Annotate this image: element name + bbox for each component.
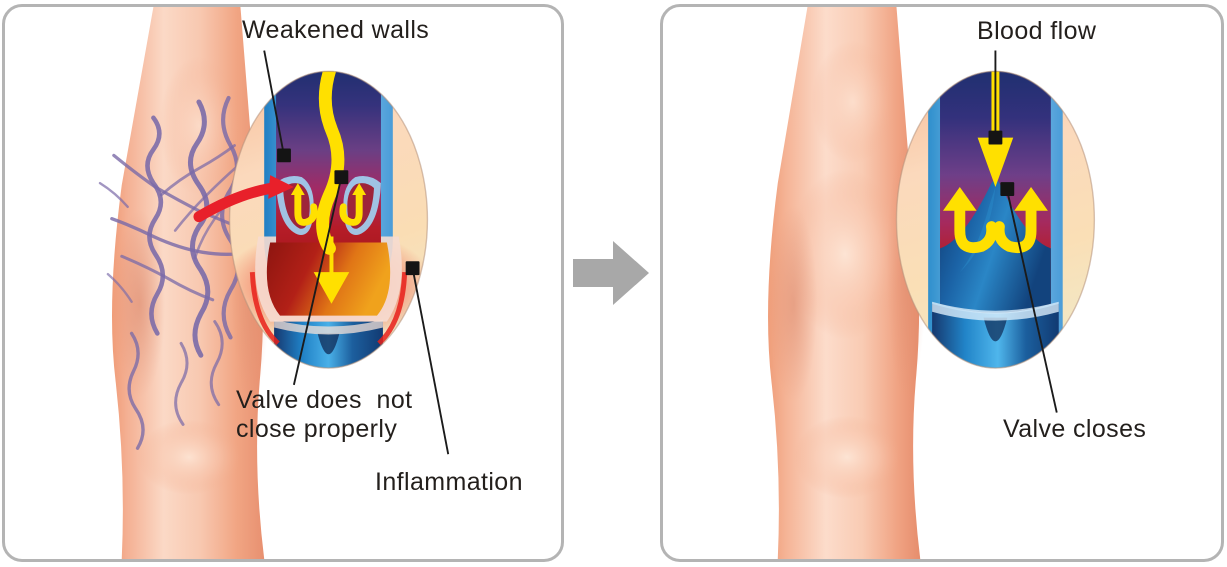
progression-arrow-icon	[573, 241, 649, 305]
diseased-leg-artwork	[98, 7, 450, 559]
label-line-2: close properly	[236, 415, 398, 444]
callout-leaders	[994, 50, 1058, 413]
label-inflammation: Inflammation	[375, 468, 523, 496]
healthy-valve-inset	[895, 70, 1096, 369]
callout-leaders	[263, 50, 450, 455]
closed-valve	[940, 180, 1051, 313]
progression-arrow-layer	[565, 215, 665, 335]
label-valve-closes: Valve closes	[1003, 415, 1147, 443]
label-line-1: Valve does not	[236, 386, 413, 414]
healthy-leg	[768, 7, 927, 559]
healthy-leg-artwork	[768, 7, 1096, 559]
label-weakened-walls: Weakened walls	[242, 16, 430, 44]
callout-markers	[988, 130, 1015, 196]
callout-markers	[277, 148, 420, 276]
vein-cross-section-inset	[228, 70, 429, 369]
valve-closure-arrows	[954, 197, 1037, 254]
reflux-arrows	[294, 187, 363, 226]
retrograde-flow-arrow	[313, 71, 350, 304]
label-blood-flow: Blood flow	[977, 17, 1097, 45]
diseased-leg-panel	[2, 4, 564, 562]
varicose-vein-network	[98, 95, 249, 450]
varicose-to-vein-pointer-arrow	[193, 175, 294, 223]
healthy-leg-panel	[660, 4, 1224, 562]
